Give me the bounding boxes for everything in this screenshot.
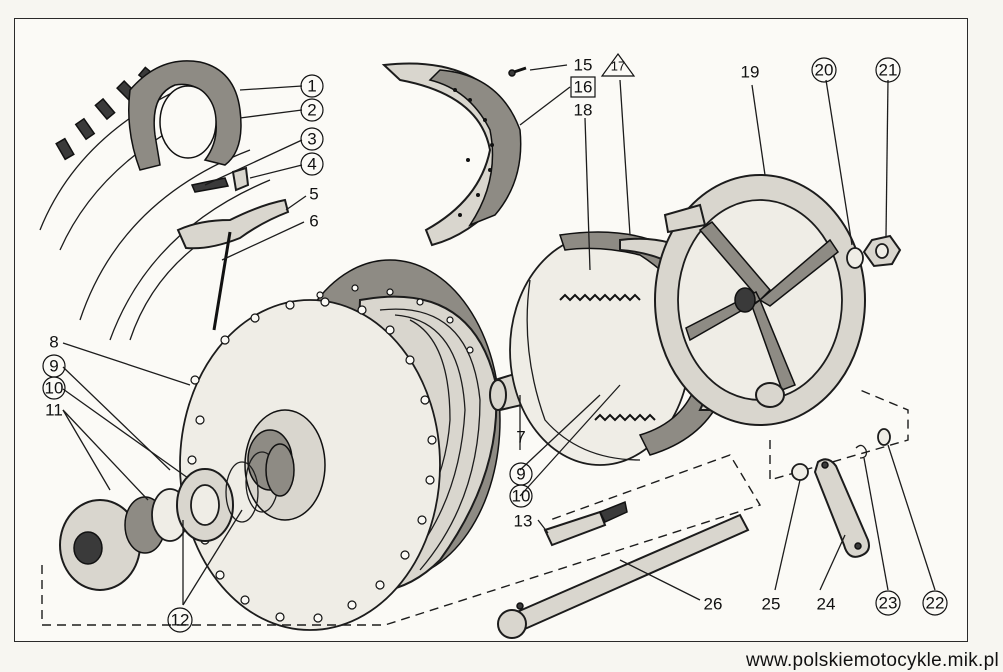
svg-text:16: 16 [574, 78, 593, 97]
callout-10-left: 10 [42, 376, 66, 400]
callout-7: 7 [516, 428, 525, 447]
svg-text:2: 2 [307, 101, 316, 120]
svg-text:18: 18 [574, 101, 593, 120]
callout-17: 17 [600, 52, 636, 77]
valve-parts [190, 166, 250, 193]
callout-9-right: 9 [509, 462, 533, 486]
callout-15: 15 [574, 56, 593, 75]
callout-18: 18 [574, 101, 593, 120]
callout-1: 1 [300, 74, 324, 98]
rim-tape [128, 60, 242, 171]
callout-4: 4 [300, 152, 324, 176]
svg-text:20: 20 [815, 61, 834, 80]
callout-23: 23 [875, 590, 901, 616]
group-line-left [41, 454, 762, 626]
svg-text:13: 13 [514, 512, 533, 531]
callout-26: 26 [704, 595, 723, 614]
svg-text:5: 5 [309, 185, 318, 204]
callout-2: 2 [300, 98, 324, 122]
callout-6: 6 [309, 212, 318, 231]
svg-text:24: 24 [817, 595, 836, 614]
svg-text:3: 3 [307, 130, 316, 149]
callout-16: 16 [570, 76, 596, 98]
svg-text:7: 7 [516, 428, 525, 447]
callout-11: 11 [45, 401, 63, 420]
svg-text:9: 9 [516, 465, 525, 484]
svg-text:6: 6 [309, 212, 318, 231]
cover-plate [654, 174, 866, 426]
svg-text:8: 8 [49, 333, 58, 352]
svg-text:11: 11 [45, 401, 63, 420]
svg-text:19: 19 [741, 63, 760, 82]
svg-text:10: 10 [512, 487, 531, 506]
watermark-url: www.polskiemotocykle.mik.pl [745, 650, 999, 671]
svg-text:12: 12 [171, 611, 190, 630]
callout-25: 25 [762, 595, 781, 614]
svg-text:23: 23 [879, 594, 898, 613]
callout-20: 20 [811, 57, 837, 83]
small-parts-right [791, 428, 891, 558]
callout-8: 8 [49, 333, 58, 352]
rivet [508, 66, 527, 77]
callout-22: 22 [922, 590, 948, 616]
callout-13: 13 [514, 512, 533, 531]
svg-text:17: 17 [611, 59, 625, 74]
callout-3: 3 [300, 127, 324, 151]
callout-10-right: 10 [509, 484, 533, 508]
callout-24: 24 [817, 595, 836, 614]
brake-shoe [381, 62, 522, 247]
spoke-parts [176, 198, 290, 331]
svg-text:15: 15 [574, 56, 593, 75]
callout-9-left: 9 [42, 354, 66, 378]
svg-text:22: 22 [926, 594, 945, 613]
valve-13 [543, 500, 628, 547]
callout-21: 21 [875, 57, 901, 83]
callout-5: 5 [309, 185, 318, 204]
svg-text:21: 21 [879, 61, 898, 80]
svg-text:4: 4 [307, 155, 316, 174]
washer-nut [846, 234, 902, 269]
svg-text:25: 25 [762, 595, 781, 614]
callouts: 1 2 3 4 5 6 7 8 9 10 11 12 9 10 13 15 16… [42, 52, 948, 633]
callout-19: 19 [741, 63, 760, 82]
group-line-right [769, 389, 909, 481]
left-bearings [59, 443, 295, 591]
leader-lines [62, 64, 936, 606]
spindle [497, 513, 750, 639]
hub-drum [179, 259, 501, 631]
svg-text:26: 26 [704, 595, 723, 614]
svg-text:1: 1 [307, 77, 316, 96]
callout-12: 12 [167, 607, 193, 633]
svg-text:9: 9 [49, 357, 58, 376]
svg-text:10: 10 [45, 379, 64, 398]
